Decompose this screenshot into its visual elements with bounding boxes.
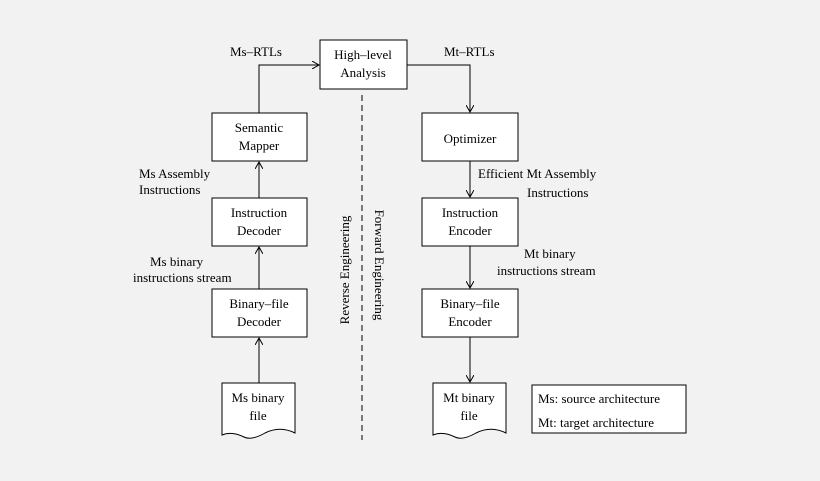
- ms-binary-file-line2: file: [249, 408, 267, 423]
- mt-binary-file-line2: file: [460, 408, 478, 423]
- binary-file-decoder-line2: Decoder: [237, 314, 282, 329]
- binary-file-decoder-node: Binary–file Decoder: [211, 288, 308, 338]
- high-level-analysis-line2: Analysis: [340, 65, 386, 80]
- legend-box: Ms: source architecture Mt: target archi…: [531, 384, 687, 434]
- instruction-encoder-node: Instruction Encoder: [421, 197, 519, 247]
- mt-binary-file-node: Mt binary file: [432, 382, 507, 439]
- mt-binary-file-line1: Mt binary: [443, 390, 495, 405]
- arrow-analysis-to-optimizer: [407, 64, 470, 112]
- legend-source: Ms: source architecture: [538, 391, 660, 406]
- label-mt-binary-stream-line2: instructions stream: [497, 263, 596, 278]
- high-level-analysis-line1: High–level: [334, 47, 392, 62]
- binary-file-encoder-line1: Binary–file: [440, 296, 499, 311]
- label-forward-engineering: Forward Engineering: [372, 210, 387, 321]
- label-ms-assembly-line2: Instructions: [139, 182, 200, 197]
- optimizer-label: Optimizer: [444, 131, 497, 146]
- semantic-mapper-node: Semantic Mapper: [211, 112, 308, 162]
- label-mt-binary-stream-line1: Mt binary: [524, 246, 576, 261]
- ms-binary-file-node: Ms binary file: [221, 382, 296, 439]
- label-ms-assembly-line1: Ms Assembly: [139, 166, 211, 181]
- instruction-decoder-line2: Decoder: [237, 223, 282, 238]
- label-reverse-engineering: Reverse Engineering: [337, 215, 352, 324]
- binary-file-encoder-line2: Encoder: [448, 314, 492, 329]
- instruction-decoder-node: Instruction Decoder: [211, 197, 308, 247]
- instruction-encoder-line1: Instruction: [442, 205, 499, 220]
- label-mt-rtls: Mt–RTLs: [444, 44, 495, 59]
- label-ms-binary-stream-line2: instructions stream: [133, 270, 232, 285]
- label-efficient-mt-line2: Instructions: [527, 185, 588, 200]
- instruction-decoder-line1: Instruction: [231, 205, 288, 220]
- semantic-mapper-line1: Semantic: [235, 120, 284, 135]
- binary-file-encoder-node: Binary–file Encoder: [421, 288, 519, 338]
- legend-target: Mt: target architecture: [538, 415, 654, 430]
- high-level-analysis-node: High–level Analysis: [319, 39, 408, 90]
- label-ms-rtls: Ms–RTLs: [230, 44, 282, 59]
- label-ms-binary-stream-line1: Ms binary: [150, 254, 204, 269]
- binary-file-decoder-line1: Binary–file: [229, 296, 288, 311]
- arrow-mapper-to-analysis: [258, 65, 319, 113]
- label-efficient-mt-line1: Efficient Mt Assembly: [478, 166, 597, 181]
- ms-binary-file-line1: Ms binary: [231, 390, 285, 405]
- semantic-mapper-line2: Mapper: [239, 138, 280, 153]
- instruction-encoder-line2: Encoder: [448, 223, 492, 238]
- optimizer-node: Optimizer: [421, 112, 519, 162]
